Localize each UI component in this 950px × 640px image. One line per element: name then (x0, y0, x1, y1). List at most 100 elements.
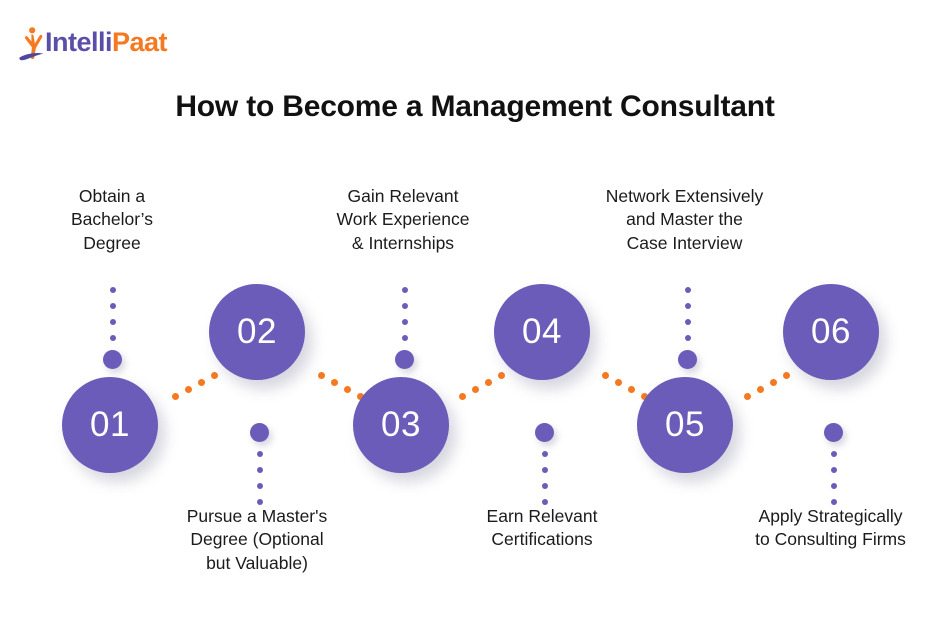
step-number: 04 (522, 312, 562, 351)
connector-dot-orange (757, 386, 764, 393)
step-circle-05[interactable]: 05 (637, 377, 733, 473)
step-label-line: Certifications (491, 529, 593, 550)
logo-text-paat: Paat (112, 26, 168, 57)
connector-dot-orange (172, 393, 179, 400)
step-circle-06[interactable]: 06 (783, 284, 879, 380)
connector-dot-orange (628, 386, 635, 393)
connector-dot-orange (770, 379, 777, 386)
connector-dot-orange (459, 393, 466, 400)
step-label-line: Bachelor’s (70, 209, 154, 230)
connector-dot (109, 319, 116, 325)
connector-dot (256, 499, 263, 505)
step-circle-03[interactable]: 03 (353, 377, 449, 473)
connector-endpoint-dot (250, 423, 269, 442)
connector-dot (401, 287, 408, 293)
connector-endpoint-dot (395, 350, 414, 369)
connector-dot-orange (344, 386, 351, 393)
step-label-line: and Master the (626, 209, 743, 230)
step-label-line: Degree (83, 232, 141, 253)
step-label-line: Gain Relevant (347, 186, 459, 206)
connector-dot (401, 319, 408, 325)
step-number: 03 (381, 405, 421, 444)
step-label-line: Obtain a (78, 186, 146, 206)
step-label-line: Network Extensively (605, 186, 764, 206)
step-label-04: Earn Relevant Certifications (452, 505, 632, 552)
step-label-06: Apply Strategically to Consulting Firms (728, 505, 933, 552)
step-label-line: Apply Strategically (758, 506, 903, 526)
connector-dot (541, 451, 548, 457)
connector-dot (109, 335, 116, 341)
logo-wordmark: IntelliPaat (45, 26, 168, 57)
connector-dot-orange (498, 372, 505, 379)
step-circle-01[interactable]: 01 (62, 377, 158, 473)
step-label-line: Degree (Optional (190, 529, 324, 550)
connector-dot (541, 483, 548, 489)
connector-dot (256, 451, 263, 457)
connector-stem-step-01 (103, 282, 122, 373)
connector-dot (109, 303, 116, 309)
connector-dot (830, 451, 837, 457)
connector-dot (541, 467, 548, 473)
connector-dot (256, 467, 263, 473)
step-number: 06 (811, 312, 851, 351)
connector-dot-orange (198, 379, 205, 386)
connector-dot (541, 499, 548, 505)
step-label-line: & Internships (351, 232, 455, 253)
connector-dot-orange (331, 379, 338, 386)
connector-dot-orange (485, 379, 492, 386)
connector-dot (109, 287, 116, 293)
connector-orange-02-03 (318, 372, 366, 400)
page-title: How to Become a Management Consultant (175, 90, 775, 123)
step-circle-04[interactable]: 04 (494, 284, 590, 380)
connector-endpoint-dot (103, 350, 122, 369)
connector-dot-orange (615, 379, 622, 386)
step-label-03: Gain Relevant Work Experience & Internsh… (308, 185, 498, 255)
connector-stem-step-06 (824, 419, 843, 510)
connector-stem-step-05 (678, 282, 697, 373)
connector-dot (684, 287, 691, 293)
step-number: 05 (665, 405, 705, 444)
connector-dot (256, 483, 263, 489)
connector-orange-01-02 (172, 372, 220, 400)
connector-endpoint-dot (824, 423, 843, 442)
connector-stem-step-02 (250, 419, 269, 510)
connector-endpoint-dot (535, 423, 554, 442)
step-number: 01 (90, 405, 130, 444)
connector-dot (401, 303, 408, 309)
step-label-05: Network Extensively and Master the Case … (582, 185, 787, 255)
intellipaat-logo[interactable]: IntelliPaat (18, 22, 168, 62)
step-number: 02 (237, 312, 277, 351)
connector-dot-orange (744, 393, 751, 400)
step-label-line: to Consulting Firms (755, 529, 906, 550)
step-label-01: Obtain a Bachelor’s Degree (22, 185, 202, 255)
connector-dot (684, 319, 691, 325)
connector-orange-04-05 (602, 372, 650, 400)
step-label-line: Work Experience (336, 209, 470, 230)
step-label-line: Earn Relevant (486, 506, 598, 526)
connector-stem-step-03 (395, 282, 414, 373)
step-circle-02[interactable]: 02 (209, 284, 305, 380)
connector-dot-orange (185, 386, 192, 393)
connector-dot-orange (211, 372, 218, 379)
logo-text-intelli: Intelli (45, 26, 113, 57)
connector-stem-step-04 (535, 419, 554, 510)
connector-dot (830, 483, 837, 489)
connector-dot-orange (318, 372, 325, 379)
connector-dot (830, 467, 837, 473)
connector-dot (684, 303, 691, 309)
step-label-line: but Valuable) (206, 552, 308, 573)
step-label-line: Pursue a Master's (186, 506, 328, 526)
connector-dot-orange (602, 372, 609, 379)
connector-dot (830, 499, 837, 505)
connector-dot-orange (783, 372, 790, 379)
connector-orange-03-04 (459, 372, 507, 400)
connector-dot (684, 335, 691, 341)
connector-endpoint-dot (678, 350, 697, 369)
connector-dot-orange (472, 386, 479, 393)
step-label-02: Pursue a Master's Degree (Optional but V… (157, 505, 357, 575)
connector-dot-orange (357, 393, 364, 400)
logo-figure-icon (18, 22, 44, 62)
connector-dot-orange (641, 393, 648, 400)
connector-dot (401, 335, 408, 341)
